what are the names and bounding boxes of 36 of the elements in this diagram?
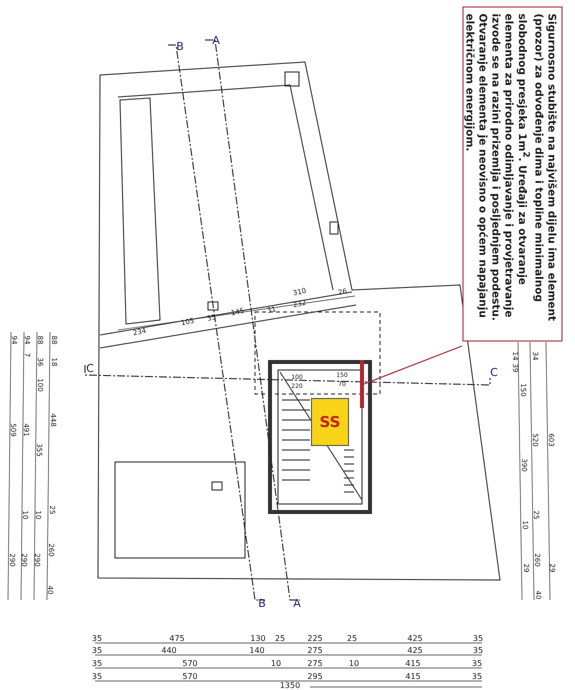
dimension-text: 425 [407,646,423,655]
dimension-text: 225 [307,634,323,643]
dimension-text: 440 [161,646,177,655]
section-marker: B [258,597,266,610]
dimension-text: 475 [169,634,185,643]
section-marker: B [176,40,184,53]
dimension-text: 35 [92,634,102,643]
dimension-text: 35 [472,659,482,668]
section-marker: C [86,362,94,375]
dimension-text: 25 [346,634,358,643]
stairwell-label: SS [311,398,349,446]
dimension-text: 140 [249,646,265,655]
dimension-text: 275 [307,646,323,655]
section-marker: C [490,366,498,379]
dimension-text: 35 [92,659,102,668]
dimension-text: 1350 [280,681,300,690]
dimension-text: 415 [405,672,421,681]
dimension-text: 10 [270,659,282,668]
dimension-text: 35 [472,646,484,655]
dimension-text: 35 [472,634,484,643]
dimension-text: 25 [274,634,286,643]
dimension-text: 35 [92,672,102,681]
leader-line [364,345,462,385]
section-marker: A [212,34,220,47]
dimension-text: 295 [307,672,323,681]
dimension-text: 275 [307,659,323,668]
section-marker: A [293,597,301,610]
dimension-text: 35 [92,646,102,655]
dimension-text: 570 [182,659,198,668]
dimension-text: 415 [405,659,421,668]
dimension-text: 130 [250,634,266,643]
window-bar [360,360,364,408]
dimension-text: 425 [407,634,423,643]
dimension-text: 35 [472,672,482,681]
dimension-text: 10 [348,659,360,668]
dimension-text: 570 [182,672,198,681]
